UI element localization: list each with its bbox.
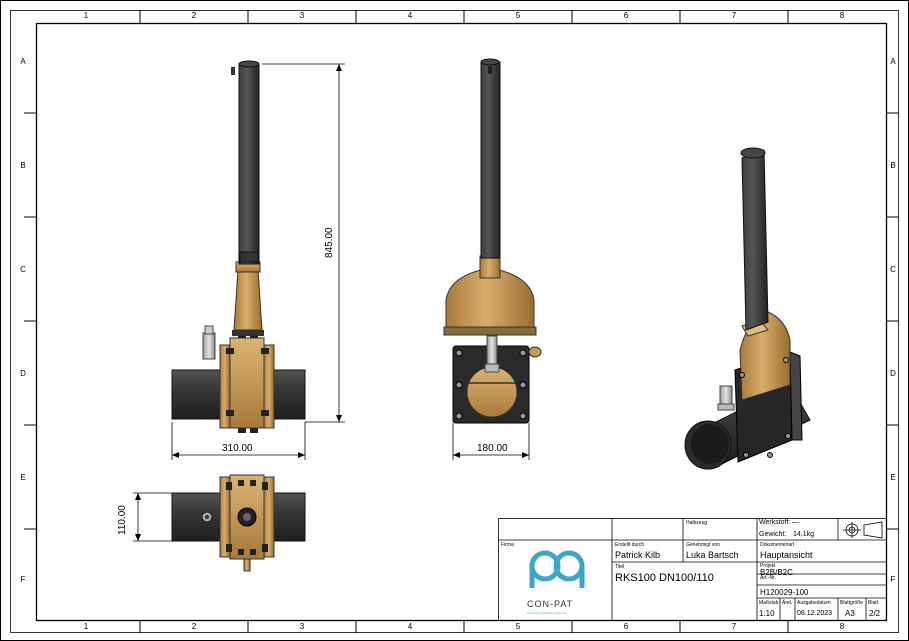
erstellt-value: Patrick Kilb (615, 550, 661, 560)
projekt-label: Projekt (760, 563, 776, 569)
dimension-height-bottom: 110.00 (117, 505, 128, 535)
col-label: 6 (623, 622, 629, 631)
artnr-value: H120029-100 (760, 588, 809, 597)
bottom-view (133, 474, 306, 572)
dimension-width-front: 180.00 (477, 443, 508, 454)
row-label: F (890, 575, 896, 584)
col-label: 3 (299, 622, 305, 631)
row-label: D (890, 369, 896, 378)
dokumentart-label: Dokumentenart (760, 542, 795, 548)
col-label: 2 (191, 622, 197, 631)
row-label: D (20, 369, 26, 378)
dimension-height: 845.00 (324, 227, 335, 258)
projekt-value: B2B/B2C (760, 568, 793, 577)
werkstoff-label: Werkstoff: (759, 519, 791, 526)
col-label: 1 (83, 622, 89, 631)
titel-label: Titel (615, 564, 625, 570)
col-label: 3 (299, 11, 305, 20)
row-label: A (20, 57, 26, 66)
col-label: 7 (731, 11, 737, 20)
iso-view (684, 147, 811, 470)
firma-label: Firma (501, 542, 514, 548)
halbzeug-label: Halbzeug (686, 520, 708, 526)
blattnr-value: 2/2 (869, 609, 881, 618)
row-label: A (890, 57, 896, 66)
col-label: 5 (515, 11, 521, 20)
massstab-value: 1:10 (759, 609, 775, 618)
row-label: C (890, 265, 896, 274)
col-label: 4 (407, 11, 413, 20)
logo-tagline: Consulting Planning Systems (527, 611, 567, 615)
gewicht-label: Gewicht: (759, 531, 787, 538)
row-label: B (890, 161, 896, 170)
ausgabe-label: Ausgabedatum (797, 600, 831, 606)
erstellt-label: Erstellt durch (615, 542, 645, 548)
col-label: 8 (839, 622, 845, 631)
genehmigt-value: Luka Bartsch (686, 550, 739, 560)
col-label: 6 (623, 11, 629, 20)
massstab-label: Maßstab (759, 600, 779, 606)
front-view (443, 58, 542, 460)
genehmigt-label: Genehmigt von (686, 542, 720, 548)
row-label: F (20, 575, 26, 584)
col-label: 1 (83, 11, 89, 20)
row-label: E (20, 473, 26, 482)
blatt-value: A3 (845, 609, 855, 618)
con-pat-logo-icon (529, 550, 585, 588)
dokumentart-value: Hauptansicht (760, 550, 813, 560)
col-label: 4 (407, 622, 413, 631)
col-label: 8 (839, 11, 845, 20)
row-label: E (890, 473, 896, 482)
blattnr-label: Blatt (868, 600, 879, 606)
aend-label: Änd. (782, 600, 793, 606)
dimension-width-side: 310.00 (222, 443, 253, 454)
blatt-label: Blattgröße (840, 600, 864, 606)
titel-value: RKS100 DN100/110 (615, 572, 714, 584)
grid-ticks (24, 10, 899, 633)
logo-text: CON-PAT (527, 599, 574, 609)
artnr-label: Art.-Nr. (760, 575, 776, 581)
row-label: C (20, 265, 26, 274)
projection-symbol-icon (843, 521, 883, 539)
ausgabe-value: 08.12.2023 (797, 610, 833, 617)
col-label: 2 (191, 11, 197, 20)
col-label: 7 (731, 622, 737, 631)
werkstoff-value: — (792, 519, 799, 526)
title-block-grid (498, 518, 887, 621)
col-label: 5 (515, 622, 521, 631)
row-label: B (20, 161, 26, 170)
drawing-border (35, 22, 888, 622)
side-view (171, 60, 345, 460)
gewicht-value: 14,1kg (793, 531, 815, 538)
